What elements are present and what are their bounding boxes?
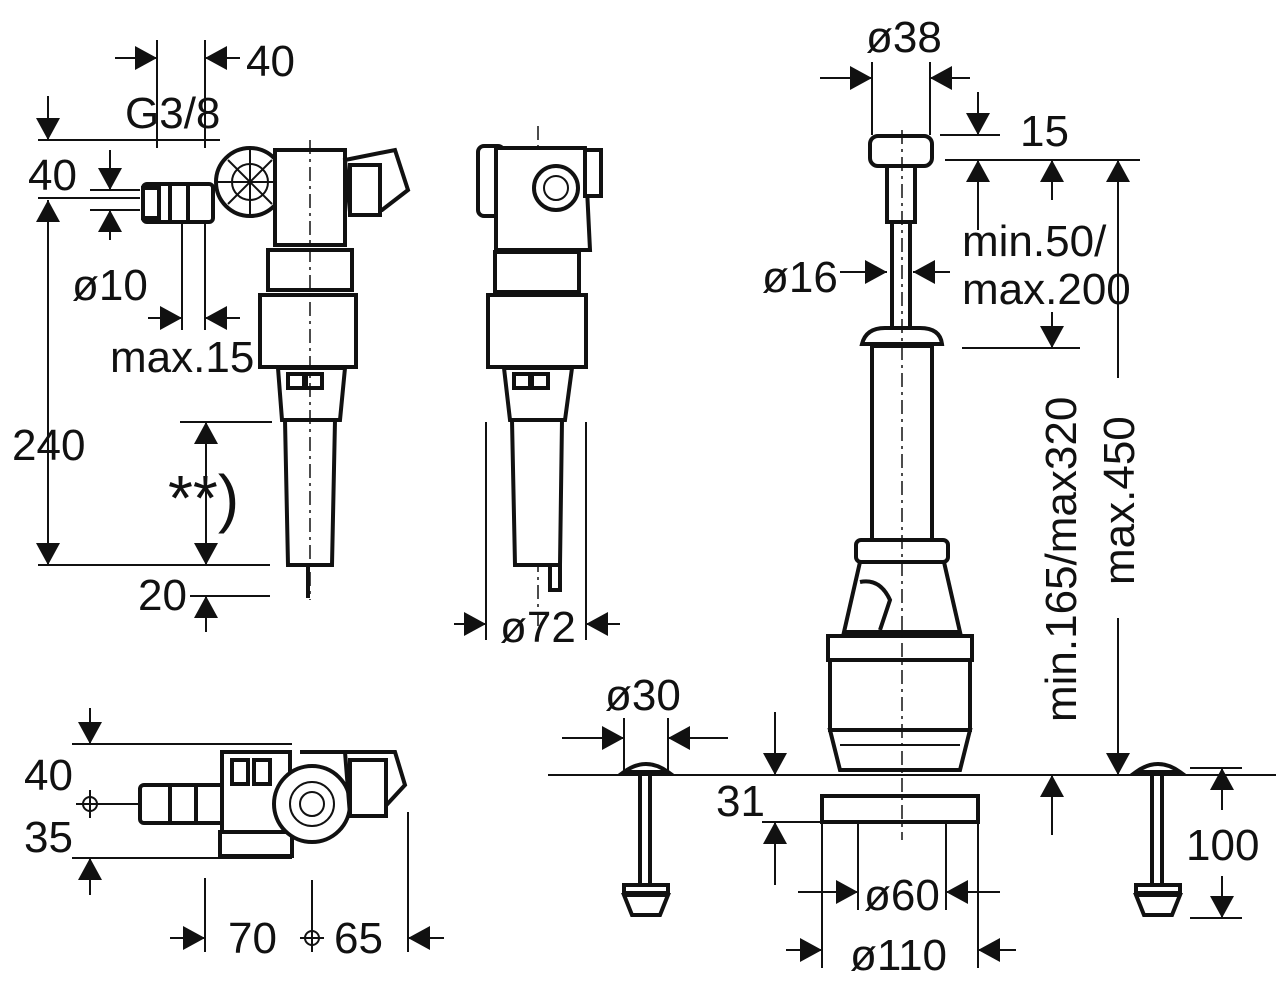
dim-front-diameter: ø72	[500, 603, 576, 652]
dim-thread: G3/8	[125, 89, 220, 138]
dim-base-height: 31	[716, 777, 765, 826]
fill-valve-side-view: 40 G3/8 240 40 ø10 max.15	[12, 37, 411, 632]
dim-inlet-diameter: ø10	[72, 261, 148, 310]
dim-max-offset: max.15	[110, 333, 254, 382]
dim-bottom: 20	[138, 571, 187, 620]
dim-top-upper: 40	[24, 751, 73, 800]
fill-valve-front-view: ø72	[454, 126, 620, 652]
note-asterisks: **)	[168, 462, 239, 534]
dim-bolt-diameter: ø30	[605, 671, 681, 720]
dim-bolt-length: 100	[1186, 821, 1259, 870]
dim-inlet-height: 40	[28, 151, 77, 200]
dim-stroke-line2: max.200	[962, 265, 1131, 314]
dim-cap-height: 15	[1020, 107, 1069, 156]
dim-stem-diameter: ø16	[762, 253, 838, 302]
dim-top-left-width: 70	[228, 914, 277, 963]
dim-top-width: 40	[246, 37, 295, 86]
dim-top-right-width: 65	[334, 914, 383, 963]
flush-valve-view: ø38 15 min.50/ max.200 ø16 min.165/max32…	[548, 13, 1276, 980]
dim-max-height: max.450	[1095, 416, 1144, 585]
fill-valve-top-view: 40 35 70 65	[24, 708, 444, 963]
dim-top-diameter: ø38	[866, 13, 942, 62]
dim-outlet-diameter: ø60	[864, 871, 940, 920]
dim-base-diameter: ø110	[850, 931, 947, 980]
dim-height-range: min.165/max320	[1037, 397, 1086, 722]
dim-top-lower: 35	[24, 813, 73, 862]
dim-stroke-line1: min.50/	[962, 217, 1107, 266]
dim-height: 240	[12, 421, 85, 470]
